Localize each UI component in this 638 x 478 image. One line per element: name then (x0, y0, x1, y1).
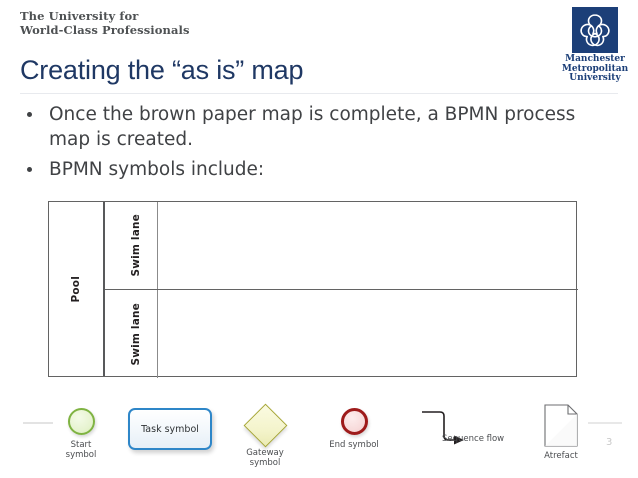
artefact-symbol-group: Atrefact (531, 404, 591, 461)
bullet-text-2: BPMN symbols include: (49, 159, 265, 180)
pool-label-column: Pool (49, 202, 105, 376)
bullet-dot-icon (27, 112, 32, 117)
swim-lane-2-label-column: Swim lane (114, 290, 158, 378)
footer-rule-right (588, 422, 622, 424)
gateway-symbol-group: Gateway symbol (234, 403, 296, 468)
slide-title: Creating the “as is” map (20, 55, 304, 85)
logo-text-line-1: Manchester (565, 54, 625, 64)
strapline-line-2: World-Class Professionals (20, 23, 190, 37)
artefact-symbol-caption: Atrefact (544, 451, 578, 461)
footer-rule-left (23, 422, 53, 424)
start-symbol-caption: Start symbol (65, 440, 97, 460)
bullet-list: Once the brown paper map is complete, a … (20, 102, 620, 182)
task-symbol-label: Task symbol (141, 423, 199, 435)
swim-lane-1: Swim lane (105, 202, 578, 290)
task-symbol-group: Task symbol (128, 408, 212, 450)
logo-text-line-2: Metropolitan (561, 63, 629, 74)
task-shape-icon: Task symbol (128, 408, 212, 450)
university-logo: Manchester Metropolitan University (557, 7, 633, 84)
bullet-text-1: Once the brown paper map is complete, a … (49, 104, 576, 150)
bpmn-symbol-legend: Start symbol Task symbol Gateway symbol … (0, 398, 638, 478)
swim-lane-2-gutter (105, 290, 114, 378)
strapline-line-1: The University for (20, 9, 139, 23)
swim-lane-1-gutter (105, 202, 114, 289)
start-symbol-group: Start symbol (48, 408, 114, 460)
university-strapline: The University for World-Class Professio… (20, 9, 190, 37)
sequence-flow-group: Sequence flow (420, 406, 530, 460)
swim-lane-2-label: Swim lane (129, 302, 142, 366)
gateway-symbol-caption: Gateway symbol (246, 448, 284, 468)
end-symbol-group: End symbol (323, 408, 385, 450)
end-symbol-caption: End symbol (329, 440, 379, 450)
pool-diagram: Pool Swim lane Swim lane (48, 201, 578, 378)
title-divider (20, 93, 618, 94)
swim-lane-1-label-column: Swim lane (114, 202, 158, 289)
sequence-flow-caption: Sequence flow (442, 434, 505, 444)
logo-text-line-3: University (569, 73, 621, 84)
gateway-diamond-icon (243, 403, 287, 448)
start-event-icon (67, 408, 95, 435)
swim-lane-2-body (158, 290, 578, 378)
logo-emblem-icon (572, 7, 618, 53)
bullet-item-1: Once the brown paper map is complete, a … (20, 102, 620, 152)
bullet-item-2: BPMN symbols include: (20, 157, 620, 182)
swim-lane-1-body (158, 202, 578, 289)
swim-lane-1-label: Swim lane (129, 214, 142, 277)
swim-lane-2: Swim lane (105, 290, 578, 378)
sequence-flow-arrow-icon (422, 411, 464, 445)
pool-label: Pool (70, 275, 82, 303)
bullet-dot-icon (27, 167, 32, 172)
document-artefact-icon (544, 404, 578, 447)
page-number: 3 (606, 437, 613, 448)
end-event-icon (340, 408, 368, 435)
